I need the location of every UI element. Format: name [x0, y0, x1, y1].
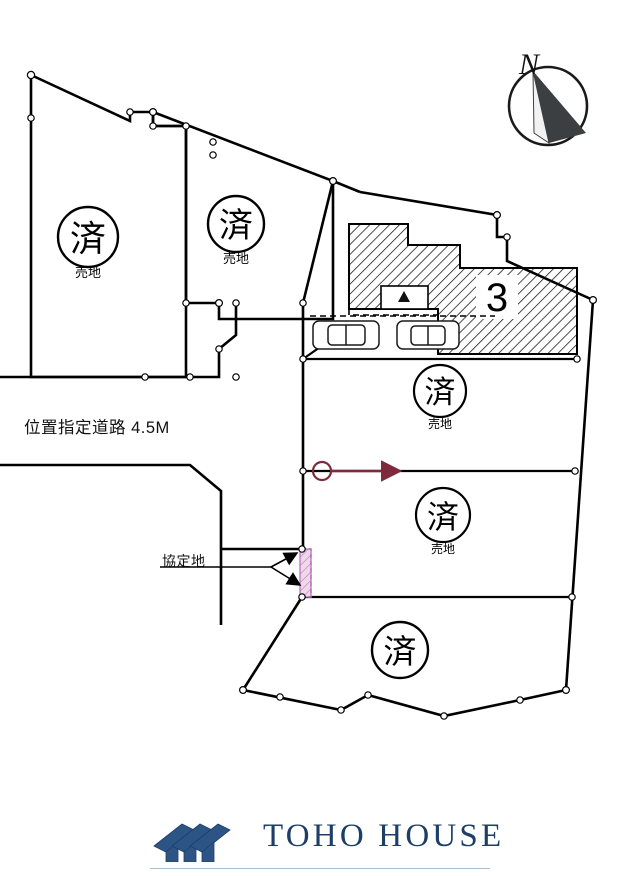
sold-marker: 済 売地 [206, 194, 266, 267]
svg-text:売地: 売地 [428, 416, 452, 431]
kyoteichi-label: 協定地 [162, 553, 206, 569]
svg-text:売地: 売地 [75, 265, 101, 281]
svg-text:売地: 売地 [431, 541, 455, 556]
sold-marker: 済 売地 [56, 205, 120, 281]
compass-rose: N [507, 48, 589, 147]
building-lot-3: 3 [348, 223, 578, 355]
kyoteichi-area [299, 547, 312, 598]
compass-north-label: N [518, 48, 541, 81]
svg-text:売地: 売地 [223, 251, 249, 267]
logo-underline [150, 868, 490, 869]
car-icon-1 [312, 320, 380, 350]
access-arrow [311, 460, 403, 482]
svg-text:済: 済 [219, 206, 253, 246]
parking-area [310, 315, 495, 350]
boundary-vertex-markers [26, 70, 597, 720]
svg-text:済: 済 [70, 219, 106, 260]
toho-house-logo-mark [153, 823, 231, 862]
sold-markers: 済 売地 済 売地 済 売地 済 売地 済 [56, 194, 472, 680]
road-label: 位置指定道路 4.5M [24, 419, 170, 437]
sold-marker: 済 売地 [414, 486, 472, 556]
svg-text:済: 済 [425, 375, 456, 411]
svg-text:済: 済 [384, 632, 417, 671]
car-icon-2 [396, 320, 460, 350]
entrance-triangle-icon [398, 291, 410, 302]
svg-text:済: 済 [427, 498, 459, 536]
sold-marker: 済 [370, 620, 430, 680]
lot-number-3: 3 [486, 276, 508, 320]
sold-marker: 済 売地 [412, 363, 468, 431]
lot-boundaries [0, 72, 595, 718]
logo-wordmark: TOHO HOUSE [263, 818, 505, 854]
kyoteichi-leader [160, 552, 302, 586]
